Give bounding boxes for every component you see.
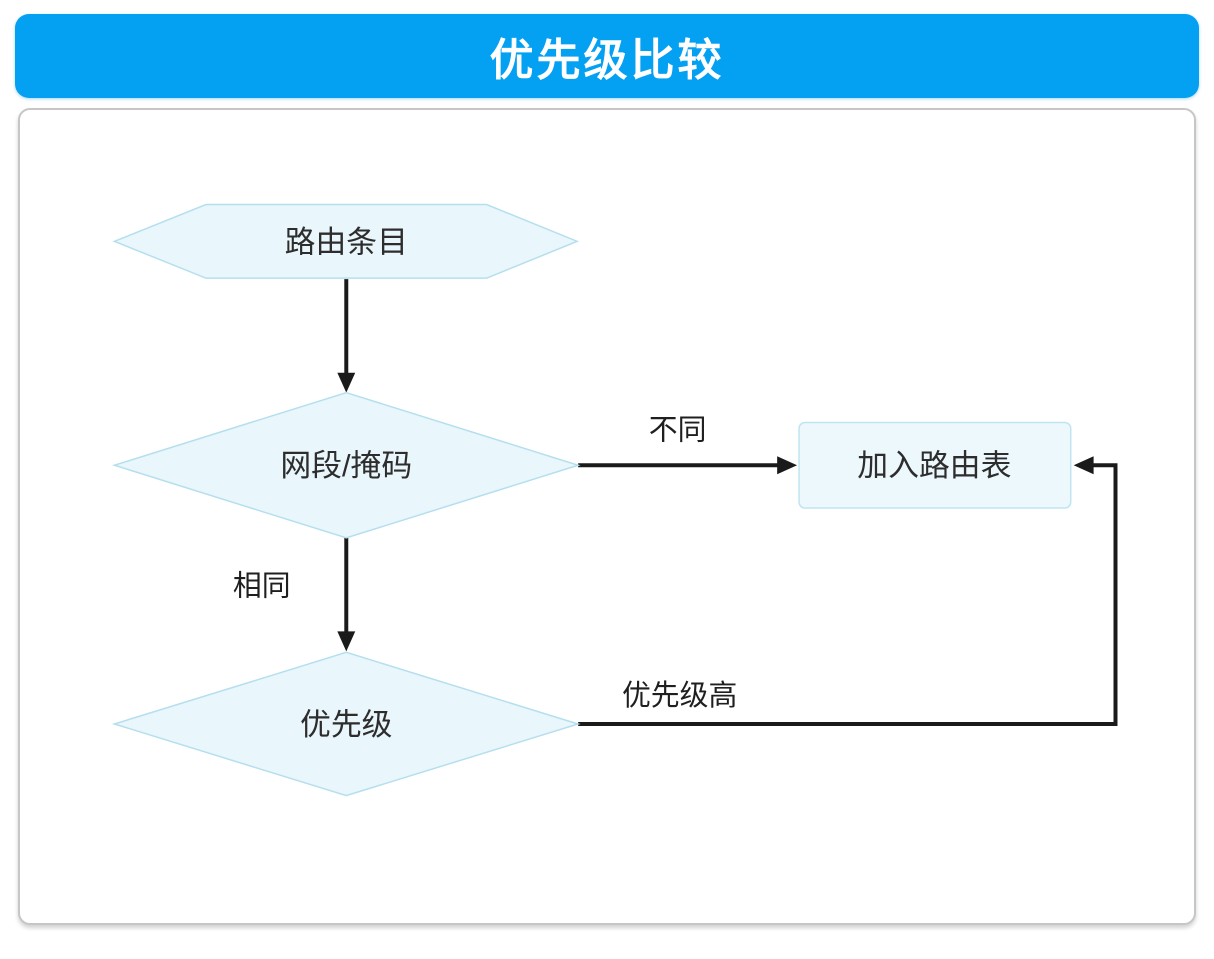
edge-segment-mask-to-priority: 相同 xyxy=(233,537,356,652)
rectangle-shape xyxy=(798,421,1072,509)
arrowhead-right-icon xyxy=(777,456,798,475)
node-label-route-entry: 路由条目 xyxy=(285,224,408,259)
node-add-routing-table: 加入路由表 xyxy=(798,421,1072,509)
node-label-priority: 优先级 xyxy=(300,707,393,742)
arrowhead-down-icon xyxy=(337,631,356,652)
flowchart-panel: 不同 相同 优先级高 路由条目 网段/掩码 xyxy=(18,108,1196,925)
arrowhead-down-icon xyxy=(337,372,356,393)
hexagon-shape xyxy=(112,203,580,279)
node-priority: 优先级 xyxy=(111,651,581,797)
arrowhead-left-icon xyxy=(1073,456,1094,475)
node-label-add-routing-table: 加入路由表 xyxy=(857,448,1011,483)
node-segment-mask: 网段/掩码 xyxy=(111,391,581,539)
edge-label-same: 相同 xyxy=(233,571,291,603)
page-title: 优先级比较 xyxy=(489,36,725,85)
edge-label-higher-priority: 优先级高 xyxy=(622,680,737,712)
edge-label-different: 不同 xyxy=(649,414,707,446)
flowchart-svg: 不同 相同 优先级高 路由条目 网段/掩码 xyxy=(111,203,1118,797)
edge-line xyxy=(578,463,1118,726)
diamond-shape xyxy=(111,391,581,539)
node-route-entry: 路由条目 xyxy=(112,203,580,279)
edge-route-entry-to-segment-mask xyxy=(337,279,356,393)
edge-priority-to-add-routing-table: 优先级高 xyxy=(578,456,1118,726)
diamond-shape xyxy=(111,651,581,797)
title-bar: 优先级比较 xyxy=(15,14,1199,98)
node-label-segment-mask: 网段/掩码 xyxy=(280,448,412,483)
edge-segment-mask-to-add-routing-table: 不同 xyxy=(578,414,798,475)
